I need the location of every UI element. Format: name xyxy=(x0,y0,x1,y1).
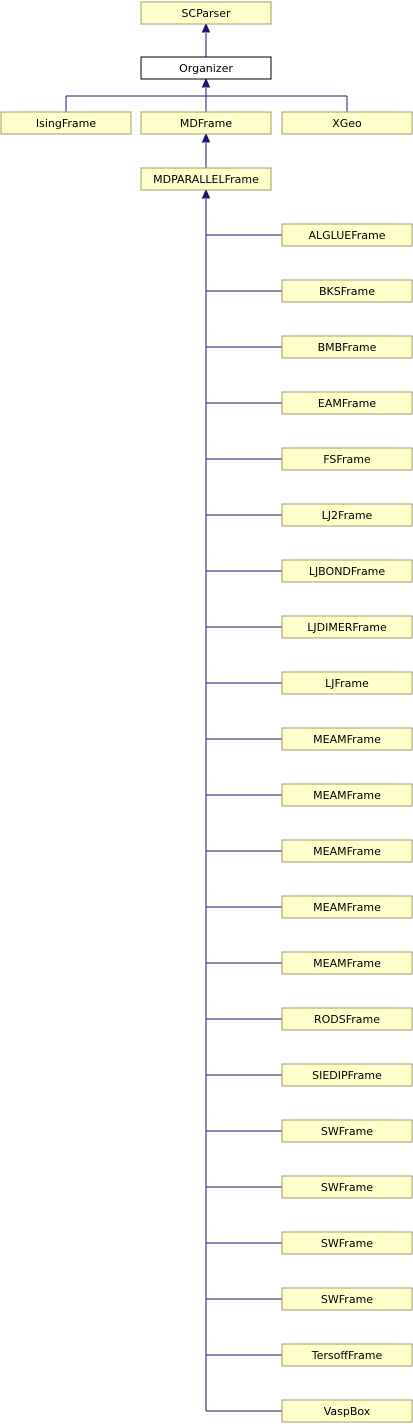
inheritance-arrowhead xyxy=(201,132,211,143)
class-node-box xyxy=(140,167,272,191)
class-node-label: MEAMFrame xyxy=(313,901,381,914)
class-node-label: VaspBox xyxy=(324,1405,371,1418)
class-node-label: RODSFrame xyxy=(314,1013,380,1026)
class-node-meamframe-1[interactable]: MEAMFrame xyxy=(281,727,413,751)
class-node-label: FSFrame xyxy=(323,453,371,466)
class-node-box xyxy=(281,1287,413,1311)
class-node-box xyxy=(281,671,413,695)
class-node-box xyxy=(281,391,413,415)
class-node-box xyxy=(281,335,413,359)
class-node-box xyxy=(281,1063,413,1087)
class-node-label: LJ2Frame xyxy=(322,509,373,522)
class-node-meamframe-4[interactable]: MEAMFrame xyxy=(281,895,413,919)
class-node-box xyxy=(0,111,132,135)
class-node-box xyxy=(281,447,413,471)
class-node-eamframe[interactable]: EAMFrame xyxy=(281,391,413,415)
class-node-box xyxy=(140,56,272,80)
inheritance-arrowhead xyxy=(201,188,211,199)
class-node-meamframe-3[interactable]: MEAMFrame xyxy=(281,839,413,863)
class-node-label: MEAMFrame xyxy=(313,957,381,970)
class-node-box xyxy=(281,1231,413,1255)
class-node-box xyxy=(281,111,413,135)
class-node-fsframe[interactable]: FSFrame xyxy=(281,447,413,471)
class-node-swframe-2[interactable]: SWFrame xyxy=(281,1175,413,1199)
class-node-swframe-3[interactable]: SWFrame xyxy=(281,1231,413,1255)
class-node-vaspbox[interactable]: VaspBox xyxy=(281,1399,413,1423)
class-node-label: XGeo xyxy=(332,117,362,130)
class-node-label: ALGLUEFrame xyxy=(308,229,385,242)
class-node-label: BKSFrame xyxy=(319,285,375,298)
class-node-box xyxy=(281,727,413,751)
class-node-swframe-4[interactable]: SWFrame xyxy=(281,1287,413,1311)
class-node-label: LJFrame xyxy=(325,677,369,690)
class-node-label: MDPARALLELFrame xyxy=(153,173,259,186)
inheritance-arrowhead xyxy=(201,77,211,88)
class-node-box xyxy=(281,279,413,303)
class-node-box xyxy=(281,1007,413,1031)
class-node-label: MEAMFrame xyxy=(313,845,381,858)
class-node-label: MEAMFrame xyxy=(313,733,381,746)
class-node-mdparallelframe[interactable]: MDPARALLELFrame xyxy=(140,167,272,191)
class-node-label: SCParser xyxy=(181,7,231,20)
class-node-organizer[interactable]: Organizer xyxy=(140,56,272,80)
class-node-box xyxy=(281,1399,413,1423)
class-node-swframe-1[interactable]: SWFrame xyxy=(281,1119,413,1143)
class-node-box xyxy=(281,559,413,583)
class-node-bksframe[interactable]: BKSFrame xyxy=(281,279,413,303)
class-node-box xyxy=(281,503,413,527)
class-node-label: TersoffFrame xyxy=(311,1349,383,1362)
class-node-label: IsingFrame xyxy=(36,117,96,130)
class-node-label: MDFrame xyxy=(180,117,232,130)
class-node-label: SWFrame xyxy=(321,1181,373,1194)
class-node-box xyxy=(140,1,272,25)
class-node-tersoffframe[interactable]: TersoffFrame xyxy=(281,1343,413,1367)
class-node-box xyxy=(281,895,413,919)
class-node-label: LJBONDFrame xyxy=(309,565,386,578)
class-node-ljdimerframe[interactable]: LJDIMERFrame xyxy=(281,615,413,639)
class-node-box xyxy=(281,951,413,975)
class-node-bmbframe[interactable]: BMBFrame xyxy=(281,335,413,359)
class-node-label: MEAMFrame xyxy=(313,789,381,802)
class-node-label: EAMFrame xyxy=(318,397,376,410)
class-node-label: Organizer xyxy=(179,62,233,75)
class-node-ljbondframe[interactable]: LJBONDFrame xyxy=(281,559,413,583)
class-node-lj2frame[interactable]: LJ2Frame xyxy=(281,503,413,527)
class-node-label: SWFrame xyxy=(321,1237,373,1250)
class-node-label: BMBFrame xyxy=(318,341,377,354)
class-node-box xyxy=(140,111,272,135)
class-node-rodsframe[interactable]: RODSFrame xyxy=(281,1007,413,1031)
class-node-siedipframe[interactable]: SIEDIPFrame xyxy=(281,1063,413,1087)
class-node-meamframe-5[interactable]: MEAMFrame xyxy=(281,951,413,975)
class-node-meamframe-2[interactable]: MEAMFrame xyxy=(281,783,413,807)
class-node-label: SIEDIPFrame xyxy=(312,1069,382,1082)
class-node-label: SWFrame xyxy=(321,1125,373,1138)
class-node-box xyxy=(281,615,413,639)
class-node-alglueframe[interactable]: ALGLUEFrame xyxy=(281,223,413,247)
class-node-box xyxy=(281,223,413,247)
diagram-edges xyxy=(65,22,348,1412)
class-node-box xyxy=(281,783,413,807)
class-node-label: SWFrame xyxy=(321,1293,373,1306)
class-node-box xyxy=(281,1343,413,1367)
class-node-box xyxy=(281,1175,413,1199)
inheritance-arrowhead xyxy=(201,22,211,33)
class-node-box xyxy=(281,839,413,863)
class-node-ljframe[interactable]: LJFrame xyxy=(281,671,413,695)
class-node-box xyxy=(281,1119,413,1143)
class-node-scparser[interactable]: SCParser xyxy=(140,1,272,25)
class-node-isingframe[interactable]: IsingFrame xyxy=(0,111,132,135)
class-node-label: LJDIMERFrame xyxy=(307,621,387,634)
class-node-xgeo[interactable]: XGeo xyxy=(281,111,413,135)
class-node-mdframe[interactable]: MDFrame xyxy=(140,111,272,135)
